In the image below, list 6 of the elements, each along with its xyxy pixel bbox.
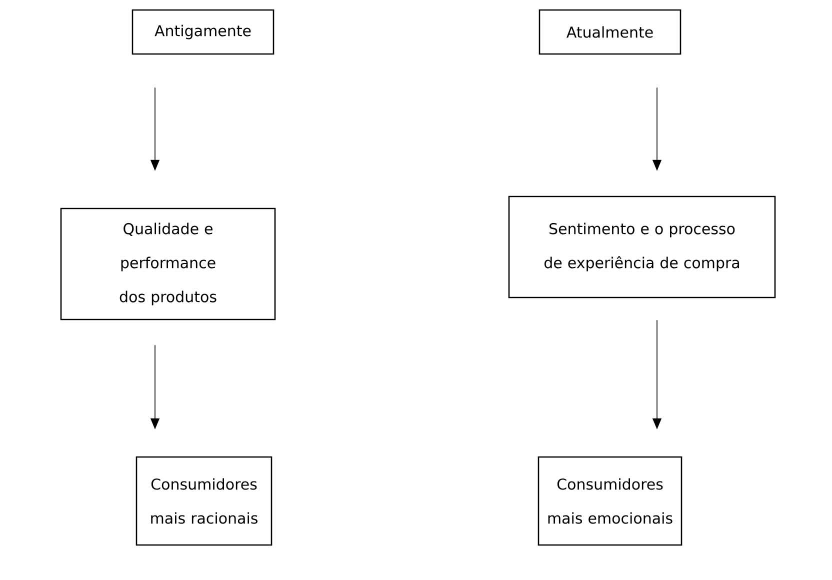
process-box: Consumidores mais racionais [136,456,272,546]
process-box: Sentimento e o processo de experiência de compra [508,196,776,298]
process-box: Antigamente [132,9,274,55]
process-box: Qualidade e performance dos produtos [60,208,276,320]
process-box: Consumidores mais emocionais [538,456,682,546]
process-box: Atualmente [538,9,682,55]
